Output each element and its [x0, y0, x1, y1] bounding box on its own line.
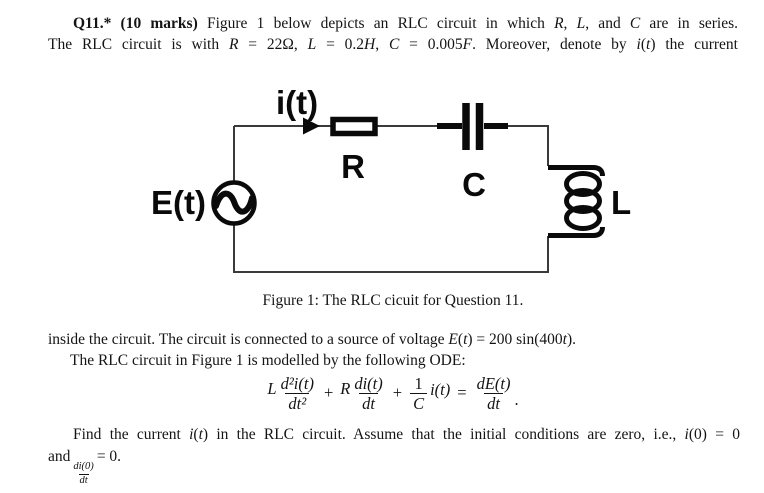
rlc-circuit-figure: i(t) R C L E(t) — [151, 84, 631, 273]
current-arrow-icon — [303, 117, 320, 135]
eq-frac-1: d²i(t) dt² — [280, 374, 314, 414]
question-line-2: The RLC circuit is with R = 22Ω, L = 0.2… — [48, 36, 738, 53]
initial-condition-fraction: di(0)dt — [73, 461, 94, 486]
eq-var-R: R — [340, 378, 351, 398]
figure-labels: i(t) R C L E(t) — [151, 84, 631, 221]
label-source: E(t) — [151, 184, 206, 221]
eq-var-L: L — [267, 378, 277, 398]
capacitor-symbol — [437, 103, 508, 150]
label-current: i(t) — [276, 84, 318, 121]
closing-line-1: Find the current i(t) in the RLC circuit… — [73, 426, 740, 443]
eq-equals: = — [457, 382, 467, 402]
eq-frac-3: 1 C — [409, 374, 428, 414]
resistor-symbol — [330, 116, 378, 137]
closing-paragraph: Find the current i(t) in the RLC circuit… — [48, 424, 740, 487]
figure-caption: Figure 1: The RLC cicuit for Question 11… — [262, 292, 524, 309]
ode-equation: L d²i(t) dt² + R di(t) dt + 1 C i(t) = d… — [267, 374, 518, 414]
question-line-1: Q11.* (10 marks) Figure 1 below depicts … — [73, 15, 738, 32]
body-line-inside: inside the circuit. The circuit is conne… — [48, 331, 577, 348]
closing-equals-zero: = 0. — [96, 448, 122, 465]
eq-period: . — [514, 389, 519, 409]
question-paragraph: Q11.* (10 marks) Figure 1 below depicts … — [48, 13, 738, 55]
eq-frac-4: dE(t) dt — [476, 374, 511, 414]
inductor-symbol — [548, 165, 605, 238]
label-inductor: L — [611, 184, 631, 221]
eq-i-of-t: i(t) — [430, 379, 451, 399]
closing-and: and — [48, 448, 71, 465]
ode-equation-wrap: L d²i(t) dt² + R di(t) dt + 1 C i(t) = d… — [48, 374, 738, 414]
ac-source-symbol — [211, 180, 257, 226]
label-resistor: R — [341, 148, 365, 185]
eq-frac-2: di(t) dt — [354, 374, 383, 414]
circuit-wires — [233, 125, 549, 273]
eq-plus-1: + — [323, 382, 334, 402]
eq-plus-2: + — [392, 382, 403, 402]
sine-wave-icon — [213, 190, 255, 215]
body-line-modelled: The RLC circuit in Figure 1 is modelled … — [70, 352, 466, 369]
label-capacitor: C — [462, 166, 486, 203]
body-paragraph: inside the circuit. The circuit is conne… — [48, 329, 738, 371]
